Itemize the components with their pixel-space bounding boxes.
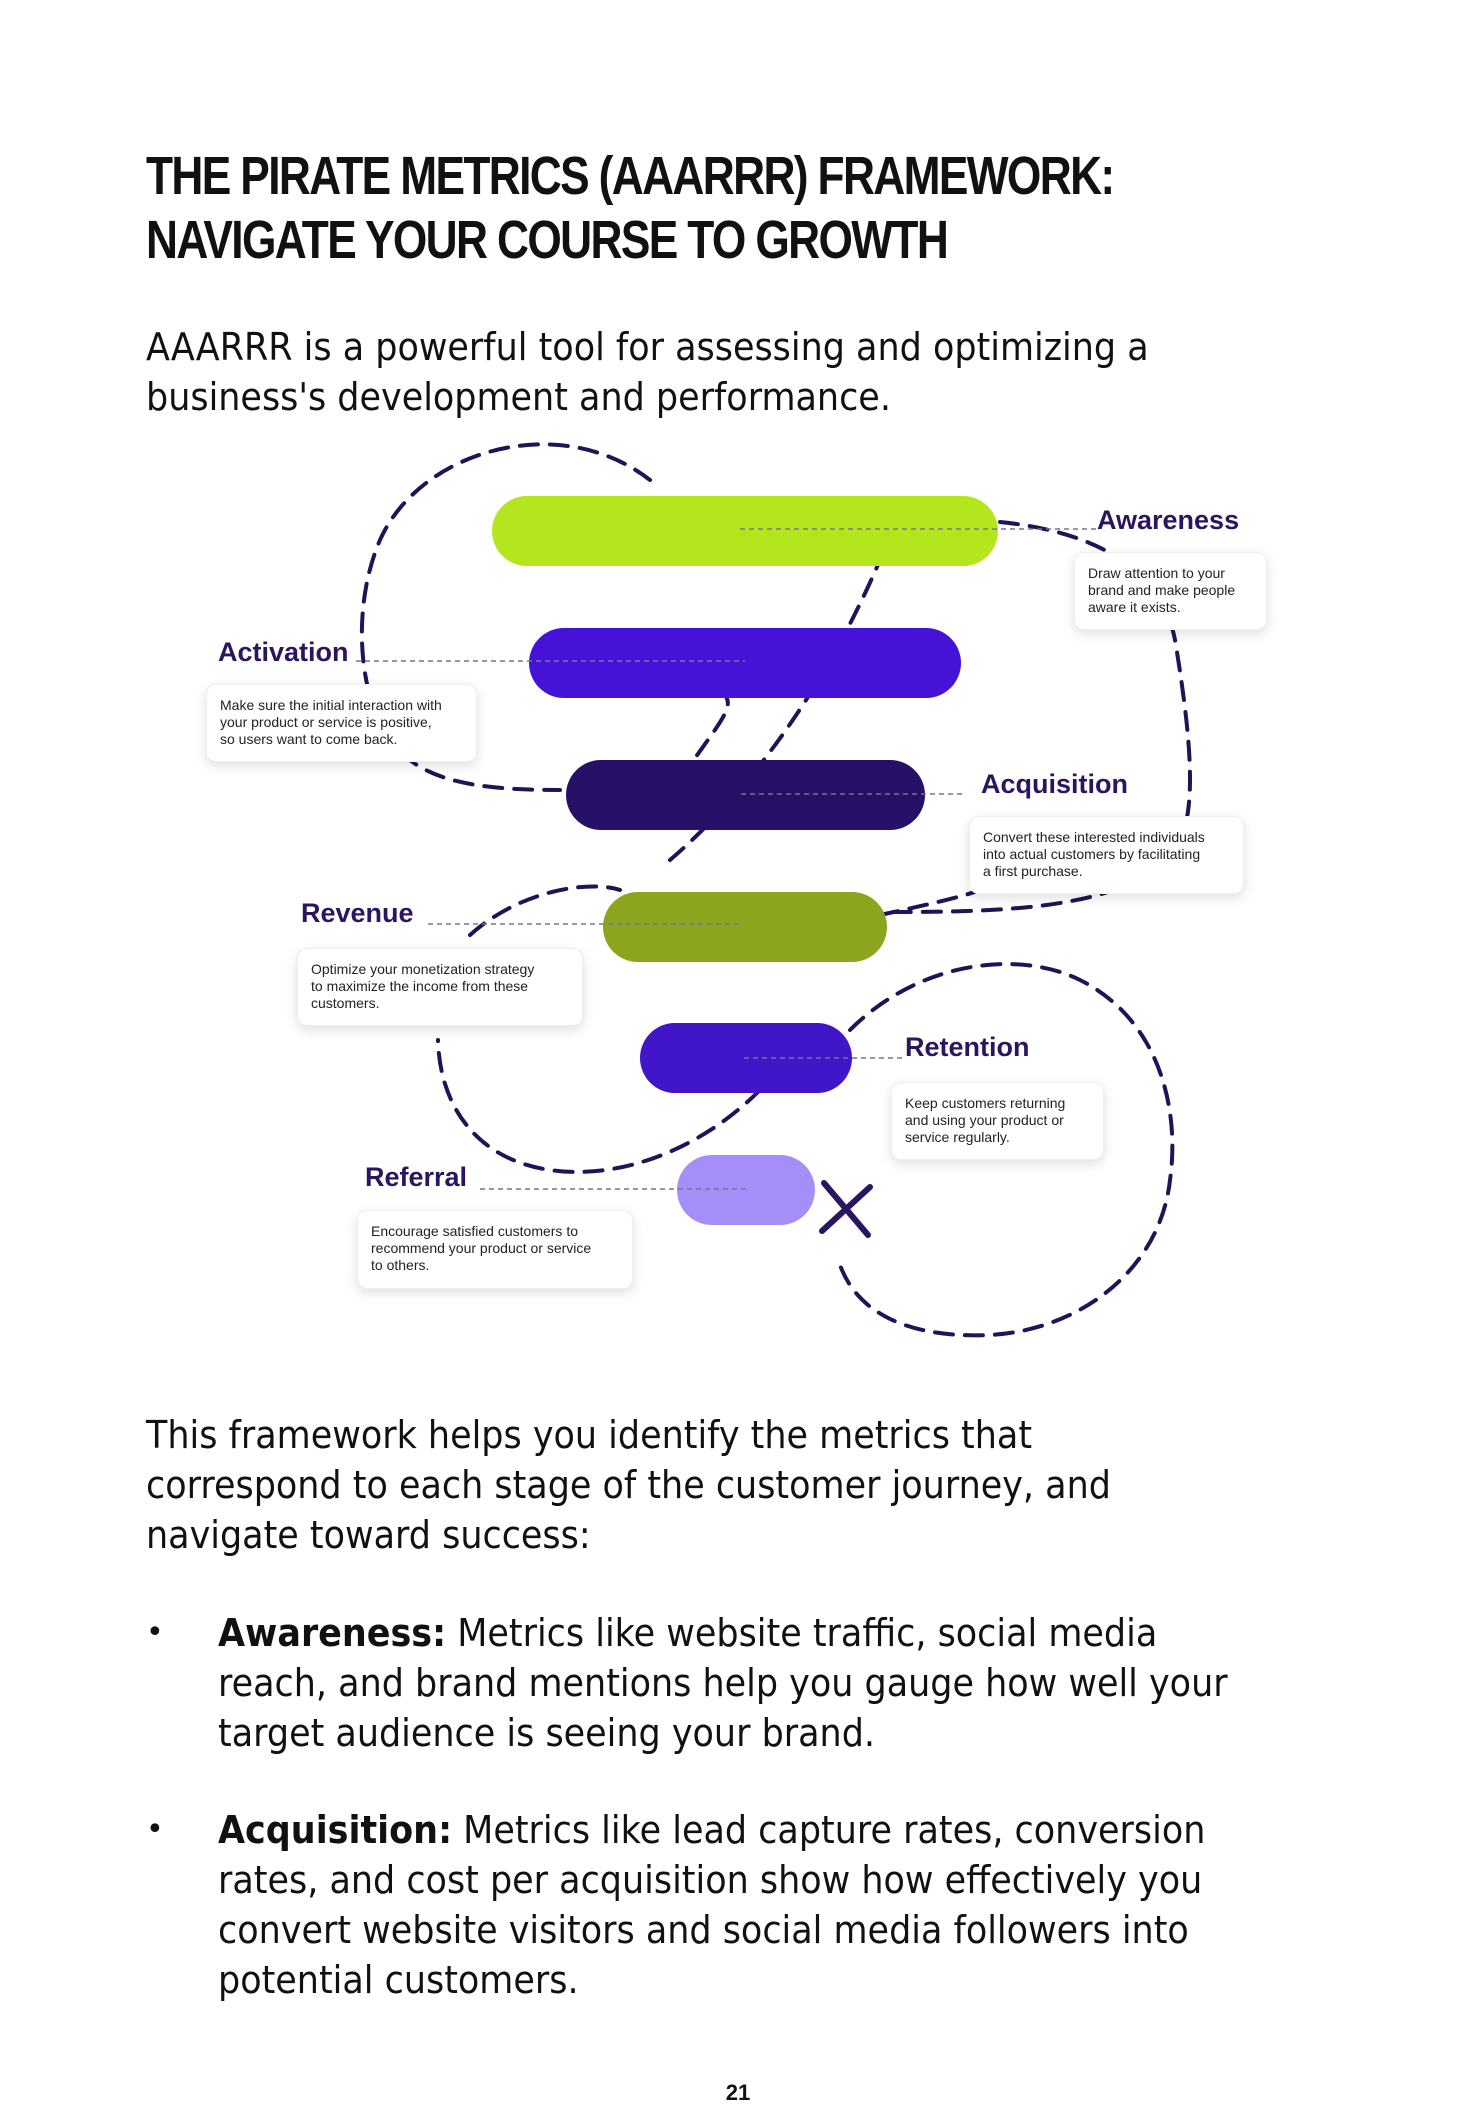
paragraph-line: navigate toward success:: [146, 1513, 591, 1557]
stage-bar-referral: [677, 1155, 815, 1225]
bullet-line: convert website visitors and social medi…: [218, 1908, 1189, 1952]
card-line: into actual customers by facilitating: [983, 846, 1201, 862]
bullet-dot-icon: •: [146, 1812, 164, 1847]
intro-line-2: business's development and performance.: [146, 375, 891, 419]
card-line: brand and make people: [1088, 582, 1236, 598]
card-line: so users want to come back.: [220, 731, 398, 747]
bullet-first-line: Metrics like website traffic, social med…: [446, 1611, 1158, 1655]
framework-paragraph: This framework helps you identify the me…: [146, 1410, 1250, 1560]
page-title: THE PIRATE METRICS (AAARRR) FRAMEWORK: N…: [146, 144, 1130, 272]
stage-bar-activation: [529, 628, 961, 698]
bars-layer: [492, 496, 998, 1225]
paragraph-line: This framework helps you identify the me…: [146, 1413, 1033, 1457]
intro-line-1: AAARRR is a powerful tool for assessing …: [146, 325, 1149, 369]
stage-card-acquisition: Convert these interested individuals int…: [969, 816, 1244, 894]
stage-bar-revenue: [603, 892, 887, 962]
stage-card-retention: Keep customers returning and using your …: [891, 1082, 1104, 1160]
title-line-2: NAVIGATE YOUR COURSE TO GROWTH: [146, 210, 949, 270]
stage-bar-awareness: [492, 496, 998, 566]
card-line: Convert these interested individuals: [983, 829, 1205, 845]
card-line: Make sure the initial interaction with: [220, 697, 442, 713]
bullet-line: target audience is seeing your brand.: [218, 1711, 876, 1755]
stage-label-retention: Retention: [905, 1032, 1030, 1062]
bullet-line: Awareness: Metrics like website traffic,…: [218, 1608, 1322, 1658]
bullet-first-line: Metrics like lead capture rates, convers…: [452, 1808, 1206, 1852]
card-line: to others.: [371, 1257, 430, 1273]
stage-label-acquisition: Acquisition: [981, 769, 1128, 799]
bullet-dot-icon: •: [146, 1615, 164, 1650]
x-mark-icon: [819, 1180, 873, 1238]
stage-label-awareness: Awareness: [1097, 505, 1240, 535]
stage-card-referral: Encourage satisfied customers to recomme…: [357, 1210, 633, 1289]
stage-label-activation: Activation: [218, 637, 349, 667]
stage-bar-acquisition: [566, 760, 925, 830]
bullet-term: Awareness:: [218, 1611, 447, 1655]
paragraph-line: correspond to each stage of the customer…: [146, 1463, 1111, 1507]
stage-label-referral: Referral: [365, 1162, 468, 1192]
bullet-text: Acquisition: Metrics like lead capture r…: [218, 1805, 1322, 2005]
card-line: your product or service is positive,: [220, 714, 432, 730]
card-line: customers.: [311, 995, 380, 1011]
title-line-1: THE PIRATE METRICS (AAARRR) FRAMEWORK:: [146, 146, 1115, 206]
card-line: aware it exists.: [1088, 599, 1181, 615]
bullet-line: rates, and cost per acquisition show how…: [218, 1858, 1203, 1902]
page-number: 21: [725, 2080, 751, 2105]
card-line: Draw attention to your: [1088, 565, 1225, 581]
card-line: Keep customers returning: [905, 1095, 1066, 1111]
bullet-line: Acquisition: Metrics like lead capture r…: [218, 1805, 1322, 1855]
bullet-line: potential customers.: [218, 1958, 579, 2002]
card-line: service regularly.: [905, 1129, 1010, 1145]
card-line: Encourage satisfied customers to: [371, 1223, 578, 1239]
card-line: recommend your product or service: [371, 1240, 592, 1256]
stage-card-awareness: Draw attention to your brand and make pe…: [1074, 552, 1267, 630]
stage-card-activation: Make sure the initial interaction with y…: [206, 684, 477, 762]
card-line: Optimize your monetization strategy: [311, 961, 535, 977]
bullet-term: Acquisition:: [218, 1808, 453, 1852]
card-line: a first purchase.: [983, 863, 1083, 879]
intro-paragraph: AAARRR is a powerful tool for assessing …: [146, 322, 1250, 422]
card-line: and using your product or: [905, 1112, 1064, 1128]
bullet-line: reach, and brand mentions help you gauge…: [218, 1661, 1228, 1705]
stage-label-revenue: Revenue: [301, 898, 414, 928]
stage-card-revenue: Optimize your monetization strategy to m…: [297, 948, 583, 1026]
leaders-layer: [356, 528, 1096, 1190]
bullet-text: Awareness: Metrics like website traffic,…: [218, 1608, 1322, 1758]
card-line: to maximize the income from these: [311, 978, 529, 994]
